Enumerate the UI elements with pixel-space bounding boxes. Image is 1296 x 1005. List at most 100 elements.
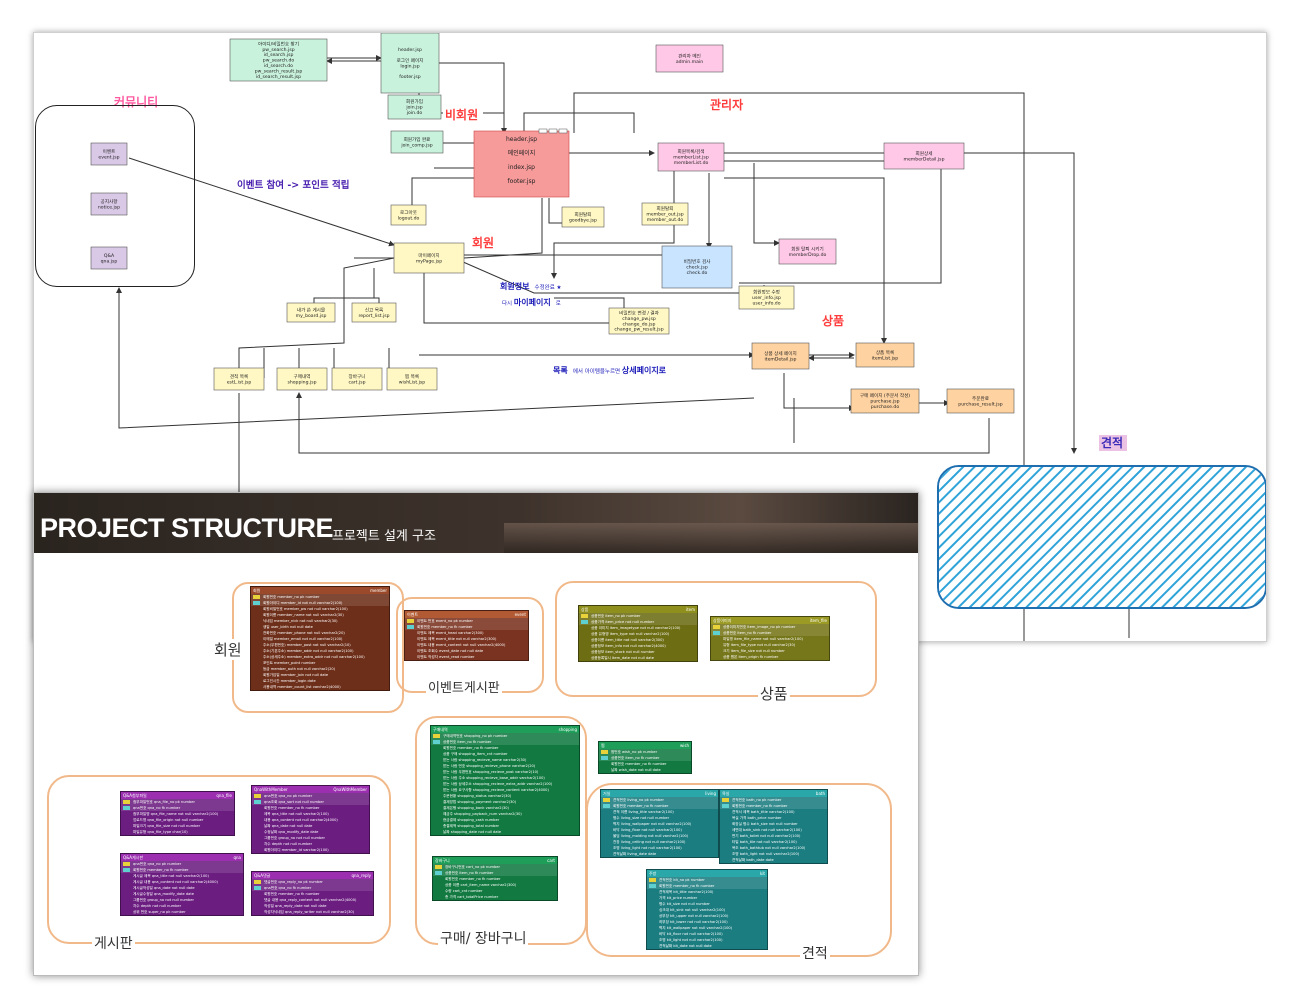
erd-table-row: 상품번호 item_no fk number [599, 755, 691, 761]
erd-row-text: 회원번호 member_no fk number [732, 804, 788, 808]
node-text: 회원가입 완료 [404, 136, 431, 143]
erd-row-text: 견적날짜 living_date date [613, 852, 657, 856]
erd-row-text: 댓글번호 qna_reply_no pk number [264, 880, 323, 884]
erd-table-row: 가격 kit_price number [647, 895, 767, 901]
node-text: memberDrop.do [789, 252, 827, 258]
erd-row-text: 몰딩 living_molding not null varchar2(100) [613, 834, 689, 838]
product-group-outline [555, 581, 877, 697]
node-box [213, 367, 265, 391]
banner-subtitle: 프로젝트 설계 구조 [332, 529, 436, 544]
event-point-note: 이벤트 참여 -> 포인트 적립 [237, 180, 350, 191]
section-label-product: 상품 [822, 313, 844, 328]
erd-table-row: 생일 user_birth not null date [251, 624, 389, 630]
erd-row-text: 업로드명 qna_file_origin not null number [133, 818, 204, 822]
erd-table-row: 날짜 qna_date not null date [252, 823, 369, 829]
erd-table-row: 업로드명 qna_file_origin not null number [121, 817, 234, 823]
erd-row-text: qna번호 qna_no pk number [264, 794, 313, 798]
node-text: 신고 목록 [365, 306, 383, 313]
erd-row-text: 받는 사람 상세주소 shopping_recieve_extra_addr v… [443, 782, 553, 786]
erd-row-text: 수량 cart_cnt number [445, 889, 483, 893]
node-text: header.jsp [506, 136, 537, 143]
node-box [883, 142, 965, 170]
erd-table-title: 상품 [581, 607, 589, 612]
primary-key-icon [254, 880, 261, 884]
node-text: header.jsp [398, 47, 422, 53]
node-text: qna.jsp [101, 258, 118, 264]
erd-table-row: 평수 kit_size not null number [647, 901, 767, 907]
member-info-note-e: 로 [555, 301, 561, 307]
erd-row-text: 견적번호 living_no pk number [613, 798, 664, 802]
erd-table-row: 견적번호 bath_no pk number [720, 797, 827, 803]
erd-table-row: 벽지 living_wallpaper not null varchar2(10… [601, 821, 718, 827]
erd-table-row: 전화번호 member_phone not null varchar2(20) [251, 630, 389, 636]
node-text: 메인페이지 [508, 149, 536, 157]
erd-table-row: 회원번호 member_no fk number [252, 805, 369, 811]
node-text: memberList.do [674, 160, 709, 166]
node-box [751, 342, 810, 370]
erd-row-text: 회원번호 member_no fk number [133, 868, 189, 872]
list-detail-note-a: 목록 [553, 366, 568, 375]
erd-row-text: 회원비밀번호 member_pw not null varchar2(100) [263, 607, 348, 611]
erd-table-name: wish [679, 743, 689, 748]
erd-table-row: 파일크기 qna_file_size not null number [121, 823, 234, 829]
erd-row-text: 상품번호 item_no fk number [723, 631, 772, 635]
section-label-bg [112, 94, 164, 110]
section-label-nonmember: 비회원 [445, 107, 478, 122]
index-tab-mark [548, 128, 558, 134]
erd-row-text: 사용내역 member_count_list varchar2(4000) [263, 685, 341, 689]
erd-row-text: 싱크대 kit_sink not null varchar2(100) [659, 908, 726, 912]
node-text: pw_search.do [263, 58, 295, 64]
erd-table-row: 장바구니번호 cart_no pk number [433, 864, 557, 870]
erd-row-text: 그룹번호 group_no not null number [133, 898, 194, 902]
erd-table-row: 벽지 kit_wallpaper not null varchar2(100) [647, 925, 767, 931]
erd-table-row: 상품 유형명 item_type not null varchar2(100) [579, 631, 697, 637]
erd-row-text: 회원번호 member_no fk number [443, 746, 499, 750]
list-detail-note: 목록 에서 아이템을누르면 상세페이지로 [553, 358, 666, 377]
erd-row-text: qna번호 qna_no pk number [133, 862, 182, 866]
estimate-group [937, 465, 1266, 609]
erd-row-text: 상품 원본 item_origin fk number [723, 655, 779, 659]
erd-table-row: 첨부파일번호 qna_file_no pk number [121, 799, 234, 805]
erd-table-row: 타일 bath_tile not null varchar2(100) [720, 839, 827, 845]
erd-table-row: 등급 member_auth not null varchar2(20) [251, 666, 389, 672]
erd-row-text: 상품 구매 shopping_item_cnt number [443, 752, 508, 756]
erd-table-row: 결제은행 shopping_bank varchar2(30) [431, 805, 579, 811]
node-box [641, 202, 689, 226]
erd-row-text: 회원번호 member_no fk number [445, 877, 501, 881]
erd-row-text: 그룹번호 group_no not null number [264, 836, 325, 840]
erd-table-row: 상품가격 item_price not null number [579, 619, 697, 625]
erd-row-text: 현금결제 shopping_cash number [443, 818, 500, 822]
erd-table-row: 작성자닉네임 qna_reply_writer not null varchar… [252, 909, 373, 915]
node-text: estL.ist.jsp [227, 379, 252, 385]
erd-row-text: 회원가입일 member_join not null date [263, 673, 329, 677]
erd-table-row: 주소(상세주소) member_extra_addr not null varc… [251, 654, 389, 660]
erd-row-text: 조명 kit_light not null varchar2(100) [659, 938, 723, 942]
erd-row-text: 받는 사람 shopping_recieve_name varchar2(30) [443, 758, 527, 762]
erd-row-text: 견적 이름 living_title varchar2(100) [613, 810, 674, 814]
erd-row-text: 이벤트 조회수 event_date not null date [417, 649, 484, 653]
erd-table-row: 포인트 member_point number [251, 660, 389, 666]
erd-row-text: 하부장 kit_lower not null varchar2(100) [659, 920, 728, 924]
erd-table-row: 회원번호 member_no fk number [431, 745, 579, 751]
erd-table-row: 상품정보 item_info not null varchar2(4000) [579, 643, 697, 649]
erd-row-text: 상품정보 item_stock not null number [591, 650, 655, 654]
erd-table-row: 상품번호 item_no fk number [711, 630, 829, 636]
erd-row-text: 결제방법 shopping_payment varchar2(30) [443, 800, 517, 804]
erd-table-row: 게시글 제목 qna_title not null varchar2(100) [121, 873, 243, 879]
erd-table-row: 회원번호 member_no fk number [599, 761, 691, 767]
node-box [473, 130, 570, 198]
node-box [229, 38, 328, 82]
erd-table-row: 차수 depth not null number [121, 903, 243, 909]
node-text: member_out.do [647, 217, 684, 223]
